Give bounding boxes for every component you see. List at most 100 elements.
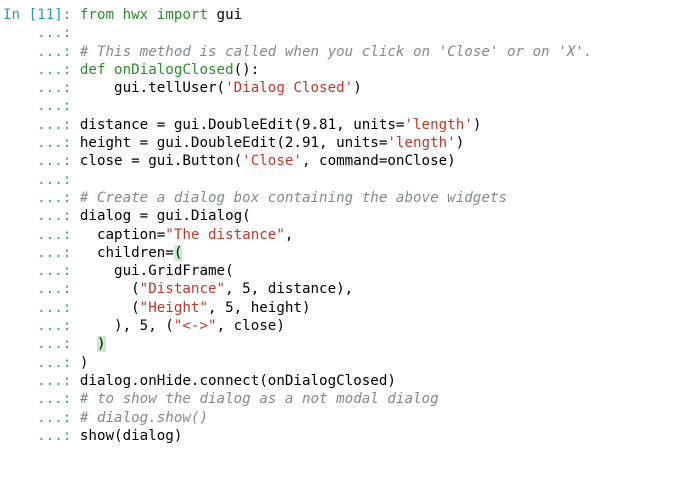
code-text[interactable]: )	[80, 336, 106, 353]
comment-token: # Create a dialog box containing the abo…	[79, 189, 507, 206]
code-text[interactable]: distance = gui.DoubleEdit(9.81, units='l…	[80, 117, 481, 133]
input-prompt: ...:	[3, 336, 80, 353]
code-text[interactable]: children=(	[79, 244, 183, 261]
code-token	[114, 7, 123, 23]
code-text[interactable]: close = gui.Button('Close', command=onCl…	[80, 153, 456, 169]
code-token	[80, 336, 97, 352]
code-token: )	[455, 135, 465, 152]
input-prompt: ...:	[3, 281, 80, 298]
code-token: dialog.onHide.connect(onDialogClosed)	[79, 372, 396, 389]
code-token: , close)	[216, 318, 285, 335]
ipython-console[interactable]: In [11]: from hwx import gui ...: ...: #…	[3, 6, 673, 445]
input-prompt: ...:	[3, 409, 80, 426]
console-line: ...:	[3, 24, 673, 42]
console-line: ...: gui.tellUser('Dialog Closed')	[3, 79, 673, 97]
input-prompt: ...:	[3, 244, 80, 261]
code-token: , command=onClose)	[301, 153, 456, 170]
code-token: )	[353, 80, 362, 97]
matching-paren: (	[173, 244, 183, 261]
console-line: ...: gui.GridFrame(	[3, 262, 673, 280]
code-text[interactable]: ), 5, ("<->", close)	[80, 318, 285, 334]
console-line: ...: ("Distance", 5, distance),	[3, 280, 673, 298]
console-line: ...: )	[3, 335, 673, 353]
string-token: 'length'	[404, 116, 473, 133]
code-text[interactable]: ("Distance", 5, distance),	[80, 281, 353, 297]
console-line: ...: # This method is called when you cl…	[3, 43, 673, 61]
console-line: ...: close = gui.Button('Close', command…	[3, 152, 673, 170]
string-token: "<->"	[173, 318, 217, 335]
code-token: show(dialog)	[79, 427, 183, 444]
code-token: ():	[233, 61, 260, 78]
keyword-token: import	[156, 7, 209, 23]
input-prompt: ...:	[3, 226, 80, 243]
code-token	[148, 7, 157, 23]
name-token: hwx	[122, 7, 149, 23]
input-prompt: ...:	[3, 318, 80, 335]
code-text[interactable]: ("Height", 5, height)	[79, 299, 311, 316]
input-prompt: ...:	[3, 171, 80, 188]
code-text[interactable]: def onDialogClosed():	[80, 62, 259, 78]
console-line: ...: dialog.onHide.connect(onDialogClose…	[3, 372, 673, 390]
input-prompt: ...:	[3, 43, 80, 60]
code-token: , 5, distance),	[225, 281, 354, 298]
code-text[interactable]: gui.GridFrame(	[80, 263, 234, 279]
code-token: (	[79, 299, 140, 316]
console-line: ...: ), 5, ("<->", close)	[3, 317, 673, 335]
code-text[interactable]: # to show the dialog as a not modal dial…	[80, 391, 439, 407]
input-prompt: ...:	[3, 25, 80, 42]
string-token: 'length'	[387, 135, 456, 152]
code-text[interactable]: dialog.onHide.connect(onDialogClosed)	[80, 373, 396, 389]
comment-token: # This method is called when you click o…	[79, 43, 593, 60]
code-token: ,	[284, 226, 294, 243]
string-token: 'Dialog Closed'	[225, 80, 354, 97]
code-token: )	[79, 354, 89, 371]
string-token: "Distance"	[139, 281, 226, 298]
console-line: ...: dialog = gui.Dialog(	[3, 207, 673, 225]
code-text[interactable]: height = gui.DoubleEdit(2.91, units='len…	[80, 135, 464, 151]
code-text[interactable]: dialog = gui.Dialog(	[80, 208, 251, 224]
code-token: , 5, height)	[208, 299, 311, 316]
input-prompt: ...:	[3, 116, 80, 133]
input-prompt: ...:	[3, 80, 80, 97]
code-token: (	[79, 281, 140, 298]
input-prompt: ...:	[3, 354, 80, 371]
code-token: children=	[79, 244, 174, 261]
code-token: close = gui.Button(	[79, 153, 243, 170]
input-prompt: In [11]:	[3, 7, 80, 23]
code-text[interactable]: gui.tellUser('Dialog Closed')	[80, 80, 362, 96]
string-token: "Height"	[139, 299, 209, 316]
code-token: gui.tellUser(	[79, 80, 226, 97]
code-text[interactable]: )	[80, 355, 89, 371]
code-token	[106, 62, 115, 78]
code-token: caption=	[79, 226, 166, 243]
code-token: height = gui.DoubleEdit(2.91, units=	[79, 135, 388, 152]
console-line: ...: children=(	[3, 244, 673, 262]
code-token: gui	[208, 7, 243, 23]
console-line: ...: height = gui.DoubleEdit(2.91, units…	[3, 134, 673, 152]
code-text[interactable]: # Create a dialog box containing the abo…	[80, 190, 507, 206]
code-text[interactable]: caption="The distance",	[79, 226, 294, 243]
code-token: distance = gui.DoubleEdit(9.81, units=	[79, 116, 405, 133]
code-text[interactable]: show(dialog)	[80, 428, 183, 444]
console-line: In [11]: from hwx import gui	[3, 6, 673, 24]
console-line: ...:	[3, 171, 673, 189]
code-text[interactable]: # dialog.show()	[80, 410, 208, 426]
input-prompt: ...:	[3, 61, 80, 78]
code-token: dialog = gui.Dialog(	[79, 208, 251, 225]
console-line: ...: )	[3, 354, 673, 372]
comment-token: # to show the dialog as a not modal dial…	[79, 391, 439, 408]
input-prompt: ...:	[3, 372, 80, 389]
console-line: ...: def onDialogClosed():	[3, 61, 673, 79]
string-token: "The distance"	[165, 226, 285, 243]
code-token: )	[472, 116, 482, 133]
input-prompt: ...:	[3, 135, 80, 152]
input-prompt: ...:	[3, 98, 80, 115]
code-text[interactable]: # This method is called when you click o…	[80, 44, 593, 60]
console-line: ...: distance = gui.DoubleEdit(9.81, uni…	[3, 116, 673, 134]
input-prompt: ...:	[3, 263, 80, 280]
input-prompt: ...:	[3, 299, 80, 316]
input-prompt: ...:	[3, 153, 80, 170]
input-prompt: ...:	[3, 189, 80, 206]
string-token: 'Close'	[242, 153, 302, 170]
code-text[interactable]: from hwx import gui	[80, 7, 242, 23]
